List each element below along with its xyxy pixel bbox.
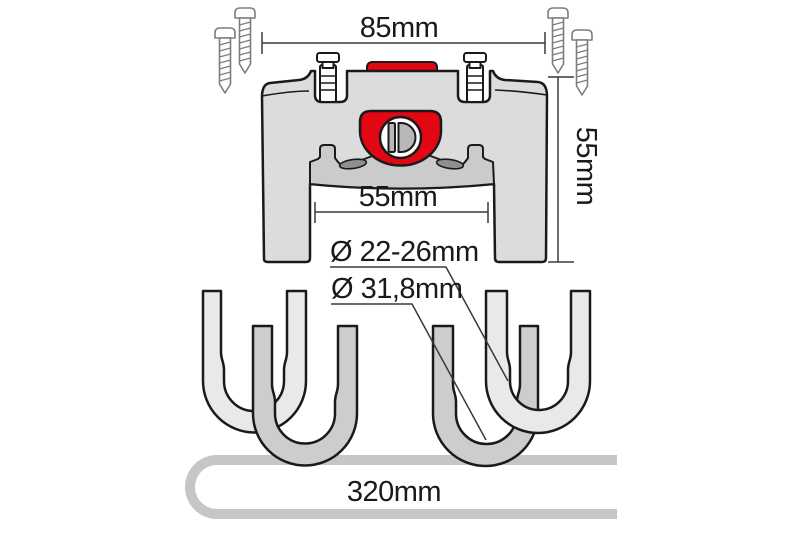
diameter-31-8-label: Ø 31,8mm (331, 273, 462, 305)
clamp-plate (309, 144, 495, 190)
dimension-85mm-label: 85mm (360, 12, 439, 44)
clamp-left-front (251, 324, 359, 467)
diameter-31-8-leader (331, 303, 487, 441)
adjuster-bolt-right (463, 52, 487, 103)
callout-diameter-22-26: Ø 22-26mm (330, 236, 509, 382)
keyhole-bar (387, 122, 396, 153)
screw-icon (547, 7, 569, 74)
clamp-right-back (484, 289, 592, 435)
dimension-55mm-inner: 55mm (314, 181, 489, 223)
mounting-screws-left (214, 7, 256, 94)
left-wing-bevel (261, 90, 310, 97)
dimension-55mm-height: 55mm (548, 76, 602, 263)
screw-icon (234, 7, 256, 74)
dimension-320mm-label: 320mm (347, 476, 441, 508)
callout-diameter-31-8: Ø 31,8mm (331, 273, 487, 441)
dimension-85mm: 85mm (261, 12, 546, 54)
dimension-55mm-inner-line (314, 202, 489, 223)
handlebar-mount (260, 52, 549, 264)
keyhole-icon (397, 122, 417, 153)
diameter-22-26-leader (330, 266, 509, 382)
mounting-screws-right (547, 7, 593, 96)
plate-slot-left (338, 158, 368, 170)
screw-icon (214, 27, 236, 94)
diameter-22-26-label: Ø 22-26mm (330, 236, 479, 268)
dimension-55mm-height-label: 55mm (570, 127, 602, 206)
screw-icon (571, 29, 593, 96)
handlebar-figure (185, 289, 617, 519)
right-wing-bevel (494, 89, 548, 96)
handlebar-tube (185, 455, 617, 519)
dimension-55mm-height-line (548, 76, 574, 263)
dimension-55mm-inner-label: 55mm (359, 181, 438, 213)
clamp-left-back (201, 289, 308, 434)
plate-slot-right (435, 158, 465, 170)
clamp-right-front (431, 324, 540, 468)
adjuster-bolt-left (316, 52, 340, 103)
dimension-85mm-line (261, 32, 546, 54)
